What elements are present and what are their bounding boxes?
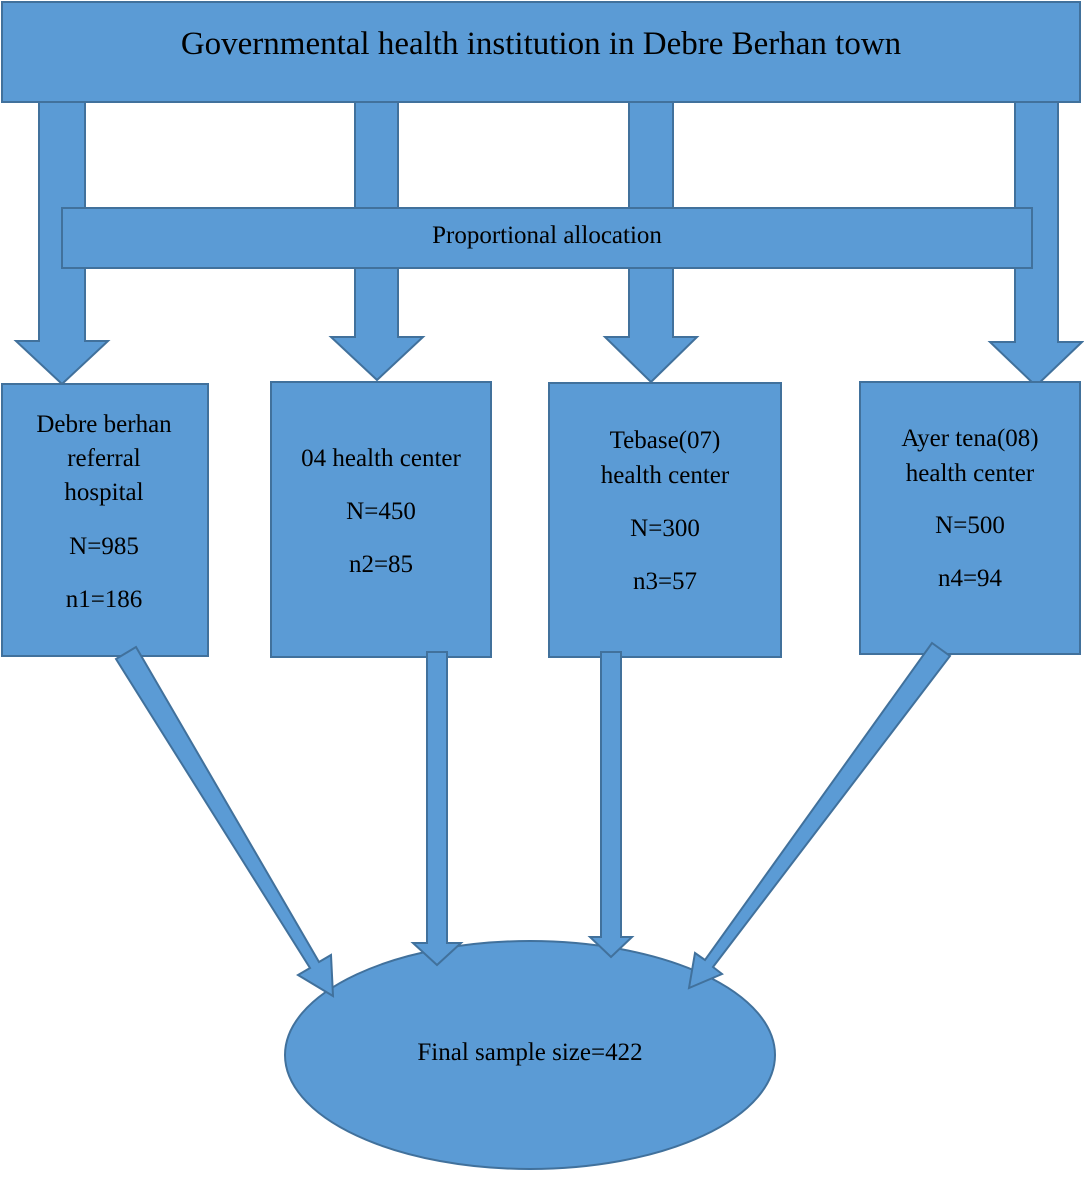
facility-population-hospital: N=985 — [69, 533, 139, 560]
facility-population-ayer-tena: N=500 — [935, 512, 1005, 539]
facility-box-04 — [270, 381, 492, 658]
facility-box-ayer-tena — [859, 381, 1081, 655]
facility-name-tebase-line-1: Tebase(07) — [610, 427, 721, 454]
arrow-to-final-tebase — [587, 651, 635, 959]
final-sample-ellipse — [284, 940, 776, 1170]
facility-name-hospital-line-1: Debre berhan — [36, 411, 172, 438]
facility-sample-tebase: n3=57 — [633, 568, 697, 595]
arrow-down-ayer-tena — [987, 97, 1084, 388]
arrow-to-final-hospital — [114, 645, 335, 998]
arrow-to-final-04 — [410, 651, 464, 967]
allocation-box — [61, 207, 1033, 269]
facility-population-tebase: N=300 — [630, 515, 700, 542]
header-box — [1, 1, 1081, 103]
header-title: Governmental health institution in Debre… — [181, 26, 901, 62]
allocation-label: Proportional allocation — [432, 222, 662, 249]
facility-box-tebase — [548, 382, 782, 658]
facility-sample-hospital: n1=186 — [66, 586, 143, 613]
facility-box-hospital — [1, 383, 209, 657]
facility-name-hospital-line-2: referral — [67, 445, 141, 472]
final-sample-label: Final sample size=422 — [417, 1039, 642, 1066]
facility-name-hospital-line-3: hospital — [64, 479, 143, 506]
facility-sample-ayer-tena: n4=94 — [938, 565, 1003, 592]
facility-name-ayer-tena-line-1: Ayer tena(08) — [901, 425, 1038, 452]
facility-population-04: N=450 — [346, 498, 416, 525]
facility-sample-04: n2=85 — [349, 551, 413, 578]
facility-name-04-line-1: 04 health center — [301, 445, 461, 472]
facility-name-ayer-tena-line-2: health center — [906, 460, 1035, 487]
arrow-to-final-ayer-tena — [687, 641, 952, 990]
facility-name-tebase-line-2: health center — [601, 462, 730, 489]
